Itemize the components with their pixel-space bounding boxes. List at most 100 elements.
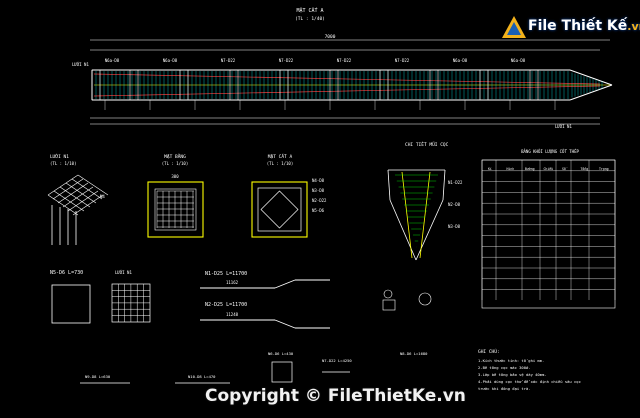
detail-mark: [382, 299, 396, 311]
rebar-label: N5-D6 L=730: [50, 270, 83, 276]
plan-title: MẶT BẰNG: [164, 152, 186, 160]
table-header: Chiều: [544, 167, 554, 171]
tip-bar: [401, 171, 413, 259]
logo-icon: [502, 16, 526, 38]
table-header: Hình: [507, 167, 515, 171]
segment-label: N7-D22: [337, 58, 352, 63]
joint-box: [91, 69, 101, 101]
section-outline: [251, 181, 308, 238]
rebar-label: N1-D25 L=11700: [205, 271, 247, 277]
plan-scale: (TL : 1/10): [162, 161, 189, 166]
rebar-shape: [274, 319, 296, 329]
copyright-watermark: Copyright © FileThietKe.vn: [205, 386, 466, 406]
detail-mark: [383, 289, 393, 299]
joint-box: [279, 69, 289, 101]
plan-inner: [154, 188, 197, 231]
notes-title: GHI CHÚ:: [478, 348, 500, 355]
table-header: Đường: [525, 167, 535, 171]
segment-label: N6a-D8: [105, 58, 120, 63]
rebar-dim: 11248: [226, 312, 239, 317]
plan-dim: 300: [171, 174, 179, 179]
joint-box: [229, 69, 239, 101]
pile-tip: [569, 84, 613, 101]
section-label: N3-D8: [312, 188, 325, 193]
notes-line: 2-Bê tông cọc mác 300#.: [478, 365, 531, 370]
rebar-shape: [274, 279, 296, 289]
segment-label: N6a-D8: [511, 58, 526, 63]
joint-box: [479, 69, 489, 101]
mesh-bar: [62, 186, 94, 208]
table-header: Tổng: [581, 167, 589, 171]
mesh-bar: [71, 178, 103, 200]
detail-mark: [418, 292, 432, 306]
segment-label: N6a-D8: [453, 58, 468, 63]
dimension-text: 7000: [325, 34, 336, 40]
section-scale: (TL : 1/10): [267, 161, 294, 166]
notes-line: trước khi đóng đại trà.: [478, 386, 531, 391]
section-title: MẶT CẮT A: [268, 153, 293, 160]
main-rebar: [93, 73, 601, 85]
main-rebar: [93, 85, 601, 97]
mesh-bar: [67, 190, 99, 212]
table-frame: [481, 159, 616, 309]
joint-box: [429, 69, 439, 101]
section-label: N2-D22: [312, 198, 327, 203]
tip-label: N2-D8: [448, 202, 461, 207]
notes-line: 3-Lớp bê tông bảo vệ dày 40mm.: [478, 372, 547, 377]
tip-outline: [389, 199, 417, 261]
joint-box: [129, 69, 139, 101]
joint-box: [379, 69, 389, 101]
rebar-label: N10-D8 L=470: [188, 374, 216, 379]
tip-bar: [419, 171, 431, 259]
table-header: Trọng: [599, 167, 609, 171]
pile-tip: [569, 69, 613, 86]
table-header: Số: [562, 167, 568, 171]
mesh-label: LƯỚI N1: [555, 124, 572, 129]
rebar-label: N8-D6 L=1680: [400, 351, 428, 356]
grid-label: N4: [100, 194, 105, 199]
rebar-label: N9-D8 L=630: [85, 374, 111, 379]
tip-label: N1-D22: [448, 180, 463, 185]
mesh-bar: [77, 174, 109, 196]
segment-label: N7-D22: [221, 58, 236, 63]
tip-outline: [415, 199, 444, 261]
section-label: N4-D8: [312, 178, 325, 183]
rebar-shape: [51, 284, 91, 324]
mesh-bar: [53, 190, 85, 212]
mesh-bar: [47, 194, 79, 216]
mesh-bar: [52, 178, 84, 200]
table-title: BẢNG KHỐI LƯỢNG CỐT THÉP: [521, 149, 579, 154]
rebar-label: N2-D25 L=11700: [205, 302, 247, 308]
notes-line: 4-Phải dùng cọc thử để xác định chiều sâ…: [478, 379, 581, 384]
tip-outline: [387, 169, 391, 201]
mesh-bar: [72, 194, 104, 216]
section-diamond: [260, 190, 299, 229]
mesh-bar: [65, 182, 97, 204]
grid-scale: (TL : 1/10): [50, 161, 77, 166]
table-header: Kí: [488, 167, 492, 171]
rebar-shape: [271, 361, 293, 383]
segment-label: N7-D22: [279, 58, 294, 63]
segment-label: N7-D22: [395, 58, 410, 63]
grid-title: LƯỚI N1: [50, 153, 69, 160]
section-label: N5-D6: [312, 208, 325, 213]
tip-label: N3-D8: [448, 224, 461, 229]
tip-outline: [442, 169, 446, 201]
mesh-label: LƯỚI N1: [72, 62, 89, 67]
rebar-label: LƯỚI N1: [115, 270, 132, 275]
segment-label: N6a-D8: [163, 58, 178, 63]
rebar-label: N7-D22 L=4250: [322, 358, 352, 363]
section-inner: [257, 187, 302, 232]
joint-box: [329, 69, 339, 101]
mesh-bar: [59, 186, 91, 208]
watermark-logo: File Thiết Kế.vn: [500, 12, 640, 46]
logo-text: File Thiết Kế.vn: [528, 18, 640, 34]
plan-outline: [147, 181, 204, 238]
rebar-label: N6-D6 L=430: [268, 351, 294, 356]
joint-box: [179, 69, 189, 101]
notes-line: 1-Kích thước tính: tố ghi mm.: [478, 358, 544, 363]
joint-box: [529, 69, 539, 101]
elevation-scale: (TL : 1/40): [295, 16, 325, 22]
